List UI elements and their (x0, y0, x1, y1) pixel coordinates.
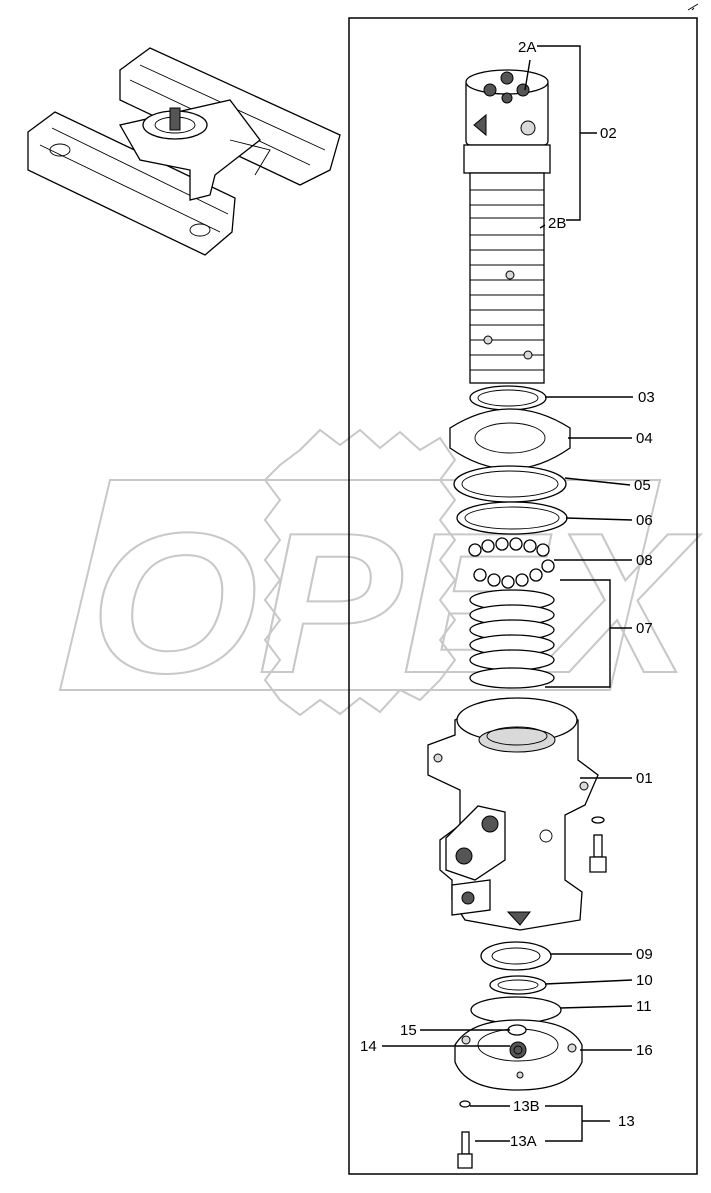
label-07: 07 (636, 620, 653, 637)
part-01-housing (427, 697, 599, 931)
part-08-balls (468, 537, 555, 589)
label-13: 13 (618, 1113, 635, 1130)
part-05-seal (453, 465, 567, 503)
leader-lines (382, 45, 633, 1142)
label-15: 15 (400, 1022, 417, 1039)
part-04-flange (449, 408, 571, 470)
label-06: 06 (636, 512, 653, 529)
label-09: 09 (636, 946, 653, 963)
part-13-bolt (457, 1100, 473, 1169)
label-14: 14 (360, 1038, 377, 1055)
diagram-frame (348, 17, 698, 1175)
part-10-ring (489, 975, 547, 995)
part-15-oring (507, 1024, 527, 1036)
label-04: 04 (636, 430, 653, 447)
watermark-text: OPEX (90, 492, 701, 715)
part-03-ring (469, 385, 547, 411)
label-13a: 13A (510, 1133, 537, 1150)
label-2b: 2B (548, 215, 566, 232)
label-11: 11 (636, 998, 652, 1015)
part-02-shaft (463, 69, 551, 384)
label-08: 08 (636, 552, 653, 569)
part-09-ring (480, 941, 552, 971)
label-01: 01 (636, 770, 653, 787)
watermark-logo: OPEX (58, 428, 702, 717)
part-06-ring (456, 501, 568, 535)
undercarriage-thumbnail (27, 47, 341, 256)
label-2a: 2A (518, 39, 536, 56)
label-10: 10 (636, 972, 653, 989)
part-07-seal-stack (469, 589, 555, 689)
label-16: 16 (636, 1042, 653, 1059)
corner-mark (687, 3, 699, 11)
label-02: 02 (600, 125, 617, 142)
housing-bolt (589, 816, 607, 873)
label-13b: 13B (513, 1098, 540, 1115)
part-16-cover (454, 1019, 583, 1091)
label-03: 03 (638, 389, 655, 406)
part-11-gasket (470, 996, 562, 1024)
label-05: 05 (634, 477, 651, 494)
callout-labels: 2A 2B 02 03 04 05 06 08 07 01 09 10 11 1… (360, 39, 655, 1150)
